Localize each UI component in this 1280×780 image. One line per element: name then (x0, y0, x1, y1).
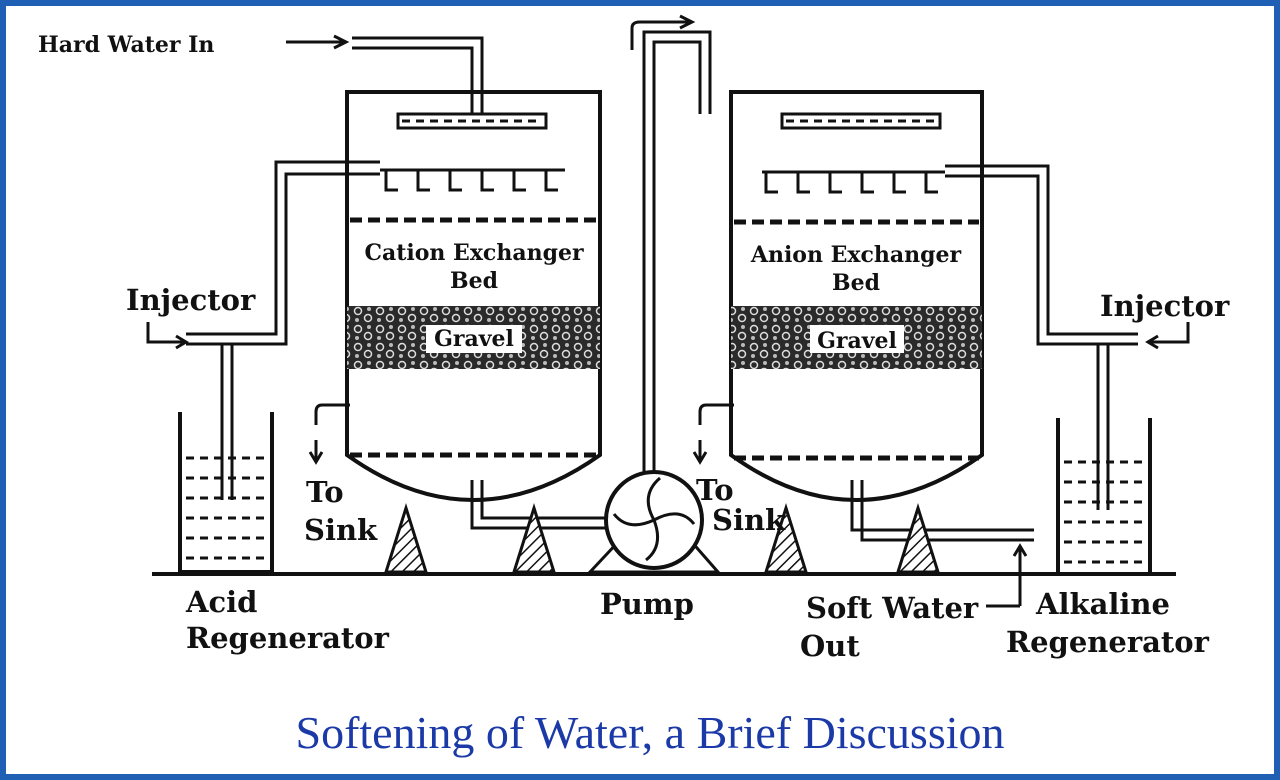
label-cation-exchanger: Cation Exchanger (364, 240, 584, 266)
label-soft-water-out: Out (800, 629, 860, 663)
label-acid: Acid (185, 585, 257, 619)
support-legs (383, 502, 941, 574)
caption-title: Softening of Water, a Brief Discussion (295, 707, 1004, 758)
piping (146, 14, 1190, 608)
label-anion-bed: Bed (832, 270, 880, 296)
water-softening-diagram: Hard Water In Injector Injector Cation E… (38, 14, 1230, 758)
label-anion-exchanger: Anion Exchanger (750, 242, 962, 268)
acid-regenerator-tank (178, 412, 274, 574)
label-injector-left: Injector (126, 283, 256, 317)
label-pump: Pump (600, 587, 694, 621)
label-to-sink-left-1: To (306, 475, 344, 509)
label-to-sink-left-2: Sink (304, 513, 378, 547)
label-hard-water-in: Hard Water In (38, 32, 214, 58)
label-injector-right: Injector (1100, 289, 1230, 323)
label-cation-bed: Bed (450, 268, 498, 294)
label-soft-water: Soft Water (806, 591, 979, 625)
label-to-sink-right-1: To (696, 473, 734, 507)
pump-icon (586, 470, 722, 574)
alkaline-regenerator-tank (1056, 418, 1152, 576)
label-alkaline-regenerator: Regenerator (1006, 625, 1210, 659)
label-to-sink-right-2: Sink (712, 503, 786, 537)
label-alkaline: Alkaline (1035, 587, 1170, 621)
label-gravel-right: Gravel (817, 328, 897, 354)
label-acid-regenerator: Regenerator (186, 621, 390, 655)
cation-exchanger-tank (308, 90, 602, 502)
label-gravel-left: Gravel (434, 326, 514, 352)
anion-exchanger-tank (692, 90, 984, 502)
